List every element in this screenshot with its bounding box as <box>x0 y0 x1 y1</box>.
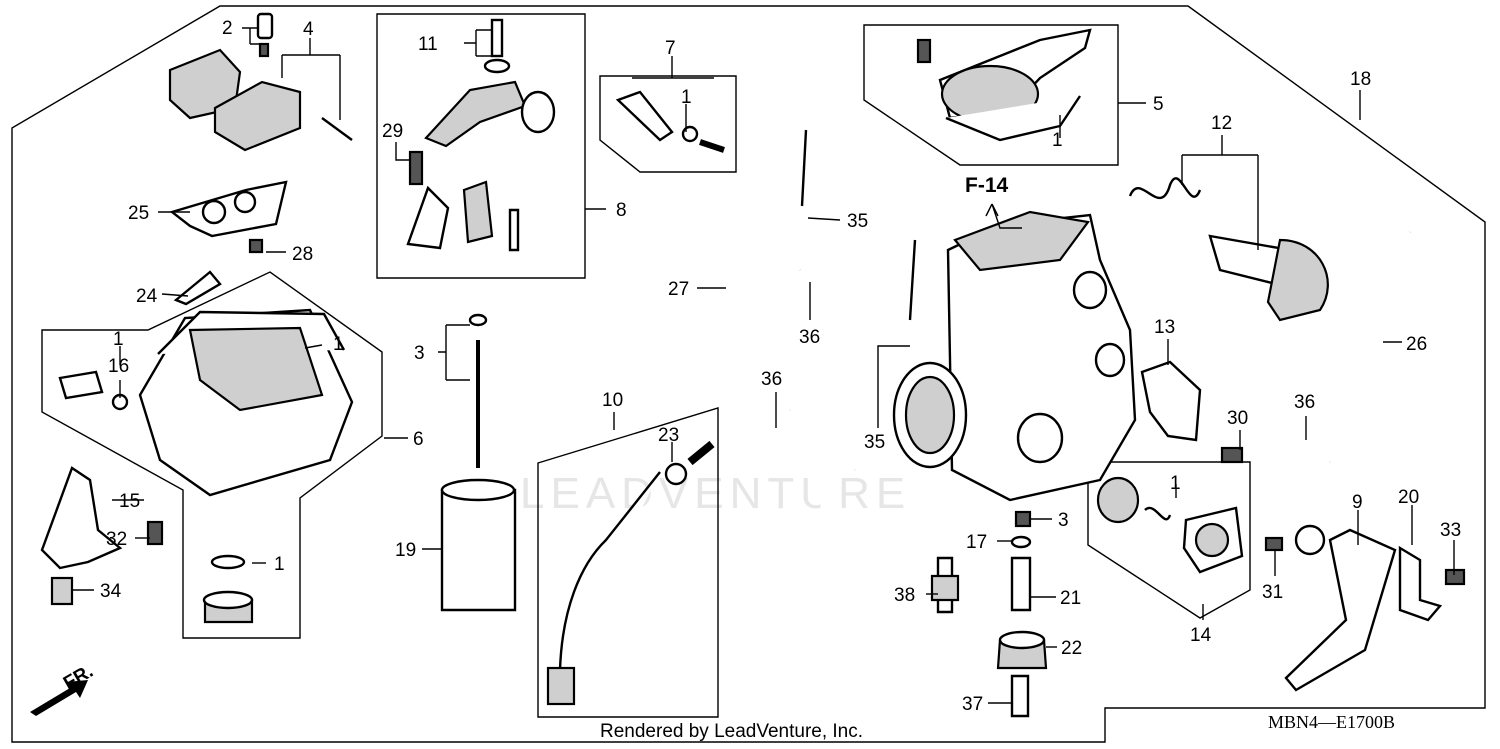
bracket-drawing <box>1140 360 1244 464</box>
callout-23: 23 <box>658 425 679 446</box>
callout-36: 36 <box>799 327 820 348</box>
callout-1: 1 <box>1052 130 1063 151</box>
callout-17: 17 <box>966 532 987 553</box>
callout-7: 7 <box>665 38 676 59</box>
callout-5: 5 <box>1153 94 1164 115</box>
drain-plug-drawing <box>202 554 254 624</box>
callout-34: 34 <box>100 581 122 602</box>
callout-1: 1 <box>333 334 344 355</box>
callout-19: 19 <box>395 540 416 561</box>
callout-1: 1 <box>113 329 124 350</box>
callout-35: 35 <box>847 211 868 232</box>
callout-18: 18 <box>1350 69 1371 90</box>
callout-2: 2 <box>222 18 233 39</box>
float-chamber-drawing <box>58 308 354 497</box>
callout-36: 36 <box>1294 392 1315 413</box>
choke-cable-group-box <box>537 407 719 718</box>
callout-14: 14 <box>1190 625 1212 646</box>
diagram-code: MBN4—E1700B <box>1268 712 1395 732</box>
callout-36: 36 <box>761 369 782 390</box>
float-drawing <box>168 12 353 152</box>
callout-9: 9 <box>1352 492 1363 513</box>
accelerator-pump-drawing <box>1096 476 1244 574</box>
callout-27: 27 <box>668 279 689 300</box>
rendered-by-credit: Rendered by LeadVenture, Inc. <box>600 721 863 742</box>
jets-drawing <box>930 510 1048 718</box>
plate-drawing <box>169 180 288 306</box>
callout-8: 8 <box>616 200 627 221</box>
callout-30: 30 <box>1227 408 1248 429</box>
callout-31: 31 <box>1262 582 1283 603</box>
watermark: LEADVENTURE <box>520 469 911 518</box>
carburetor-body-drawing <box>892 210 1137 502</box>
callout-3: 3 <box>1058 510 1069 531</box>
lever-drawing <box>40 466 164 606</box>
needle-valve-drawing <box>615 90 725 153</box>
hoses-drawing <box>719 112 917 700</box>
figure-reference-arrow-icon <box>985 203 1022 229</box>
throttle-link-group-box <box>376 13 586 279</box>
callout-32: 32 <box>106 529 127 550</box>
top-cover-group-box <box>863 24 1119 166</box>
callout-1: 1 <box>1170 473 1181 494</box>
callout-16: 16 <box>108 356 129 377</box>
callout-33: 33 <box>1440 520 1461 541</box>
callout-10: 10 <box>602 390 623 411</box>
leader-lines <box>72 27 1455 704</box>
callout-22: 22 <box>1061 638 1082 659</box>
callout-28: 28 <box>292 244 313 265</box>
callout-labels: 2 4 11 7 1 5 1 18 12 29 8 35 25 28 27 24… <box>100 18 1461 715</box>
throttle-link-drawing <box>406 18 556 252</box>
callout-37: 37 <box>962 694 983 715</box>
callout-20: 20 <box>1398 487 1419 508</box>
figure-reference: F-14 <box>965 174 1009 197</box>
callout-21: 21 <box>1060 588 1081 609</box>
throttle-drum-drawing <box>1128 177 1329 322</box>
overflow-tube-drawing <box>1328 228 1413 467</box>
callout-6: 6 <box>413 429 424 450</box>
callout-29: 29 <box>382 121 403 142</box>
choke-cable-drawing <box>546 440 715 706</box>
callout-13: 13 <box>1154 317 1175 338</box>
callout-38: 38 <box>894 585 915 606</box>
callout-25: 25 <box>128 203 149 224</box>
callout-1: 1 <box>274 554 285 575</box>
callout-15: 15 <box>119 491 140 512</box>
callout-35: 35 <box>864 432 885 453</box>
top-cover-drawing <box>916 28 1092 142</box>
callout-3: 3 <box>414 343 425 364</box>
callout-24: 24 <box>136 286 158 307</box>
float-chamber-group-box <box>41 271 383 639</box>
front-label: FR. <box>60 661 97 694</box>
needle-drawing <box>440 313 517 612</box>
assembly-outline <box>11 5 1486 743</box>
needle-valve-group-box <box>599 75 737 173</box>
callout-26: 26 <box>1406 334 1427 355</box>
pump-lever-drawing <box>1264 524 1466 692</box>
callout-4: 4 <box>303 19 314 40</box>
callout-12: 12 <box>1211 113 1232 134</box>
callout-1: 1 <box>681 87 692 108</box>
front-arrow-icon <box>30 680 88 716</box>
callout-11: 11 <box>418 34 438 55</box>
